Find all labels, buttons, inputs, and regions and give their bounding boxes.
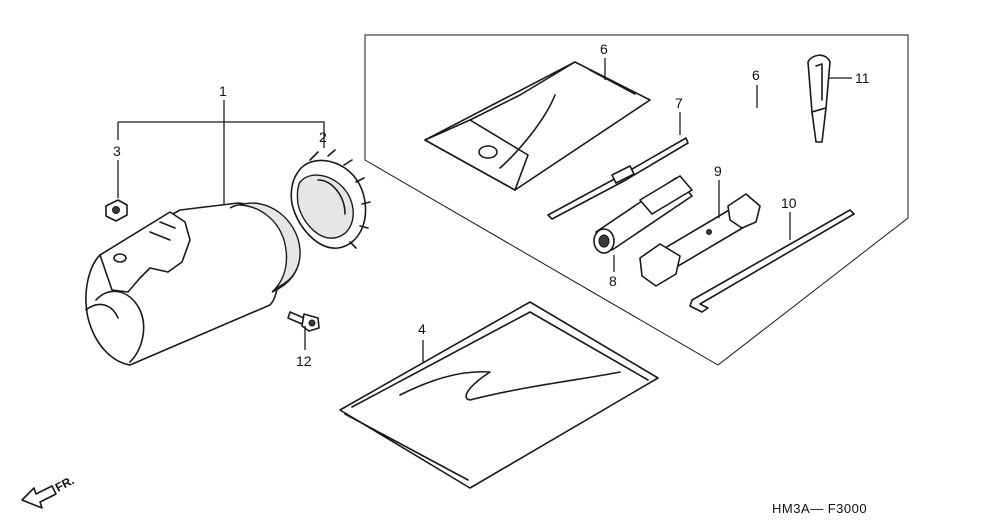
tool-box-tube[interactable] [85,202,301,366]
box-wrench[interactable] [639,193,761,287]
hex-wrench[interactable] [689,209,855,313]
tool-bag[interactable] [424,61,651,191]
front-direction-arrow: FR. [21,473,77,509]
callout-6-kit: 6 [752,67,760,83]
callout-12: 12 [296,353,312,369]
callout-11: 11 [855,70,870,86]
screwdriver[interactable] [547,137,689,220]
callout-6-bag: 6 [600,41,608,57]
manual-bag[interactable] [339,301,659,489]
leader-lines [117,58,852,362]
callout-10: 10 [781,195,797,211]
callout-9: 9 [714,163,722,179]
figure-code: HM3A— F3000 [772,501,867,516]
callout-7: 7 [675,95,683,111]
tool-box-cap[interactable] [290,149,371,249]
callout-8: 8 [609,273,617,289]
callout-3: 3 [113,143,121,159]
bolt[interactable] [287,311,320,332]
callout-2: 2 [319,129,327,145]
plug-wrench-handle[interactable] [593,175,693,254]
direction-label: FR. [53,473,77,494]
callout-1: 1 [219,83,227,99]
screwdriver-handle[interactable] [807,54,831,143]
nut[interactable] [105,199,128,222]
toolkit-outline [364,34,909,366]
callout-4: 4 [418,321,426,337]
